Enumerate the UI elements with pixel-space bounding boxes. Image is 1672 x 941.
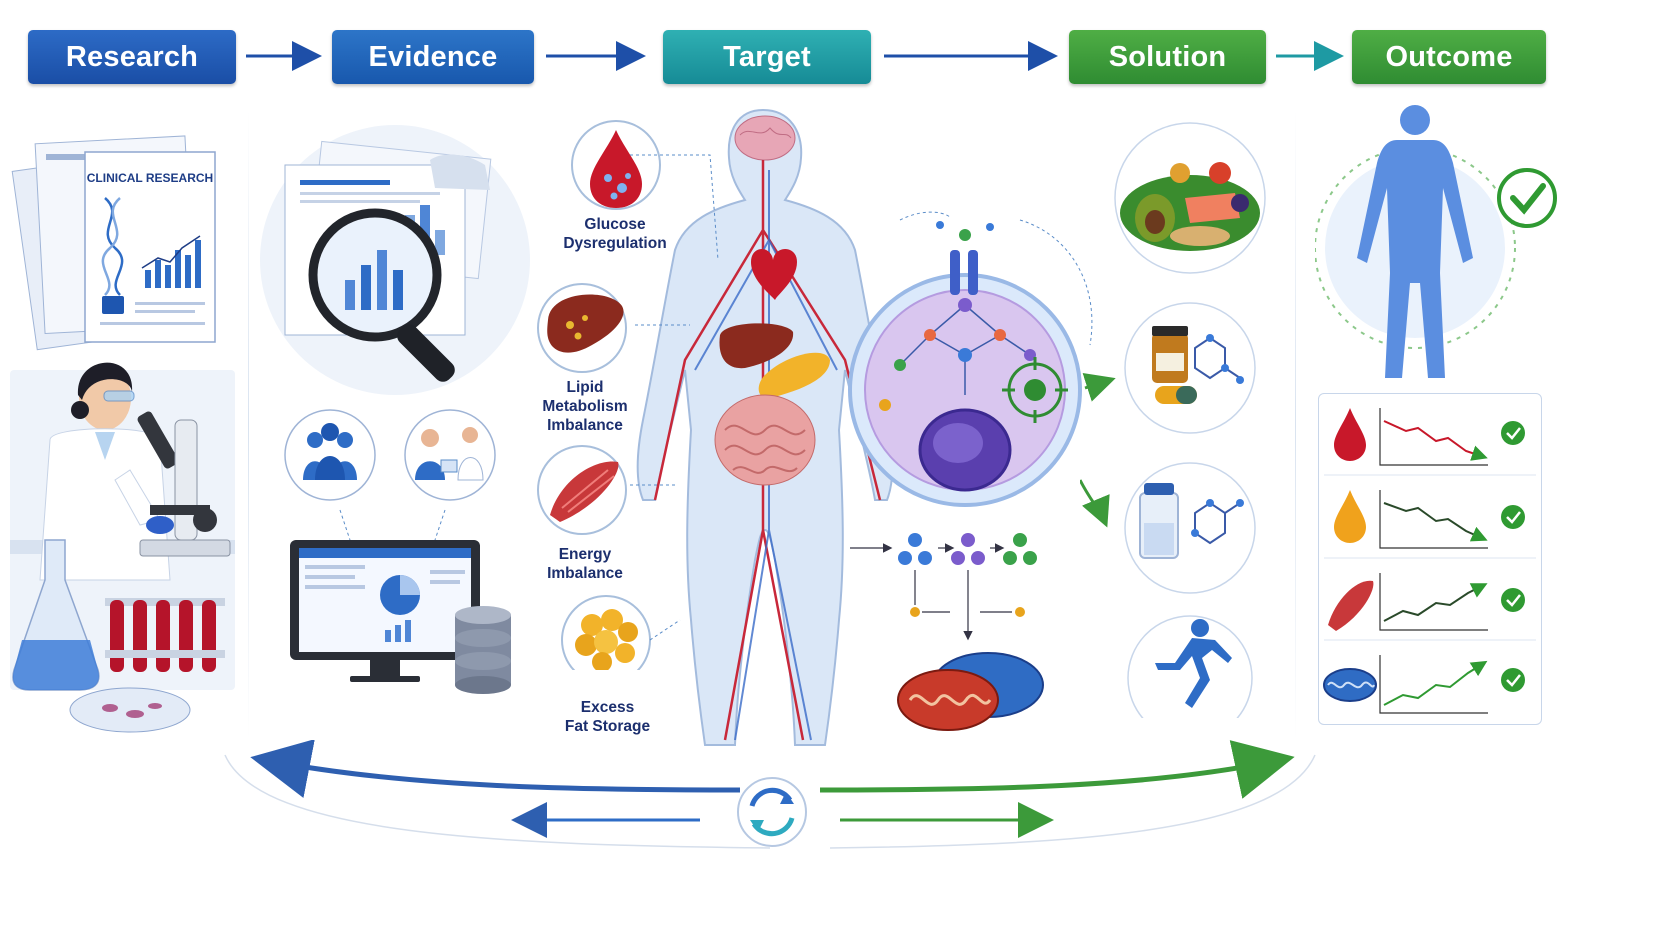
loop-arrow-forward-green <box>819 740 1295 799</box>
stage-arrows <box>246 41 1344 71</box>
evidence-panel <box>260 125 530 694</box>
metric-row-mitochondria <box>1323 655 1525 714</box>
medication-vial-icon <box>1139 483 1244 559</box>
petri-dish-icon <box>69 687 191 733</box>
trend-line-down <box>1383 420 1488 461</box>
supplement-icon <box>1152 326 1244 404</box>
solution-panel <box>1114 122 1266 718</box>
condition-icons <box>537 120 661 670</box>
cell-icon <box>848 211 1093 507</box>
molecule-green <box>1003 533 1037 565</box>
stage-target: Target <box>663 30 871 84</box>
check-icon <box>1501 588 1525 612</box>
patient-group-icon <box>284 409 376 501</box>
document-title: CLINICAL RESEARCH <box>87 171 213 185</box>
divider <box>248 110 249 740</box>
check-icon <box>1501 505 1525 529</box>
magnifier-icon <box>308 208 455 382</box>
stage-solution: Solution <box>1069 30 1266 84</box>
stage-evidence: Evidence <box>332 30 534 84</box>
healthy-food-icon <box>1120 162 1260 251</box>
fat-cells-icon <box>575 609 638 670</box>
success-check-icon <box>1497 168 1557 228</box>
outcome-body <box>1315 105 1557 378</box>
research-panel: CLINICAL RESEARCH <box>10 135 235 733</box>
blood-drop-icon <box>1334 408 1366 461</box>
metric-row-energy <box>1328 573 1525 631</box>
refresh-cycle-icon <box>737 777 807 847</box>
liver-icon <box>547 294 624 353</box>
molecule-blue <box>898 533 932 565</box>
data-dashboard-icon <box>290 540 480 682</box>
flask-icon <box>12 539 100 691</box>
muscle-icon <box>550 461 619 522</box>
feedback-loop <box>224 740 1316 849</box>
scientist-icon <box>39 362 174 581</box>
blood-drop-icon <box>590 130 642 208</box>
outcome-metrics <box>1323 408 1536 714</box>
muscle-icon <box>1328 580 1374 631</box>
research-papers-icon: CLINICAL RESEARCH <box>11 135 216 351</box>
mitochondria-icon <box>897 652 1044 731</box>
runner-icon <box>1155 619 1232 708</box>
target-reticle-icon <box>1002 357 1068 423</box>
trend-line-up <box>1383 583 1488 622</box>
pathway-diagram <box>850 533 1044 731</box>
cell-to-solution-arrows <box>1080 373 1116 528</box>
doctor-consultation-icon <box>404 409 496 501</box>
stage-research: Research <box>28 30 236 84</box>
molecule-purple <box>951 533 985 565</box>
metric-row-glucose <box>1334 408 1525 466</box>
microscope-icon <box>137 411 231 557</box>
check-icon <box>1501 668 1525 692</box>
mitochondria-icon <box>1323 668 1377 702</box>
divider <box>1295 110 1296 740</box>
test-tubes-icon <box>105 598 225 672</box>
metric-row-lipid <box>1334 490 1525 549</box>
loop-arrow-back-blue <box>250 740 741 798</box>
oil-drop-icon <box>1334 490 1366 543</box>
healthy-body-icon <box>1357 105 1473 378</box>
trend-line-down <box>1383 502 1488 542</box>
stage-outcome: Outcome <box>1352 30 1546 84</box>
human-body-icon <box>636 108 894 746</box>
check-icon <box>1501 421 1525 445</box>
database-icon <box>455 606 511 694</box>
trend-line-up <box>1383 660 1488 706</box>
condition-connectors <box>630 154 719 641</box>
